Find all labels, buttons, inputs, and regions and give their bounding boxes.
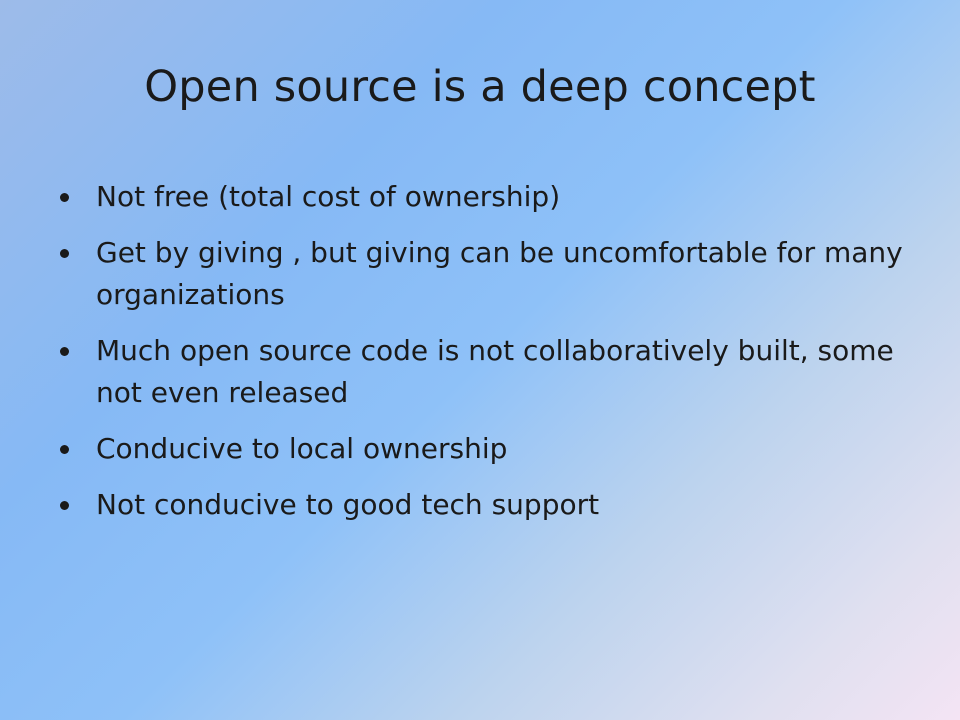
bullet-item: Not conducive to good tech support xyxy=(56,484,916,526)
bullet-dot-icon xyxy=(60,193,69,202)
bullet-text: Not free (total cost of ownership) xyxy=(96,180,561,213)
bullet-dot-icon xyxy=(60,347,69,356)
bullet-dot-icon xyxy=(60,445,69,454)
slide-title: Open source is a deep concept xyxy=(144,62,816,112)
bullet-dot-icon xyxy=(60,501,69,510)
bullet-text: Get by giving , but giving can be uncomf… xyxy=(96,236,903,311)
bullet-item: Conducive to local ownership xyxy=(56,428,916,470)
bullet-text: Conducive to local ownership xyxy=(96,432,508,465)
bullet-item: Get by giving , but giving can be uncomf… xyxy=(56,232,916,316)
bullet-dot-icon xyxy=(60,249,69,258)
bullet-item: Much open source code is not collaborati… xyxy=(56,330,916,414)
bullet-item: Not free (total cost of ownership) xyxy=(56,176,916,218)
bullet-list: Not free (total cost of ownership) Get b… xyxy=(56,176,916,540)
bullet-text: Much open source code is not collaborati… xyxy=(96,334,894,409)
bullet-text: Not conducive to good tech support xyxy=(96,488,600,521)
